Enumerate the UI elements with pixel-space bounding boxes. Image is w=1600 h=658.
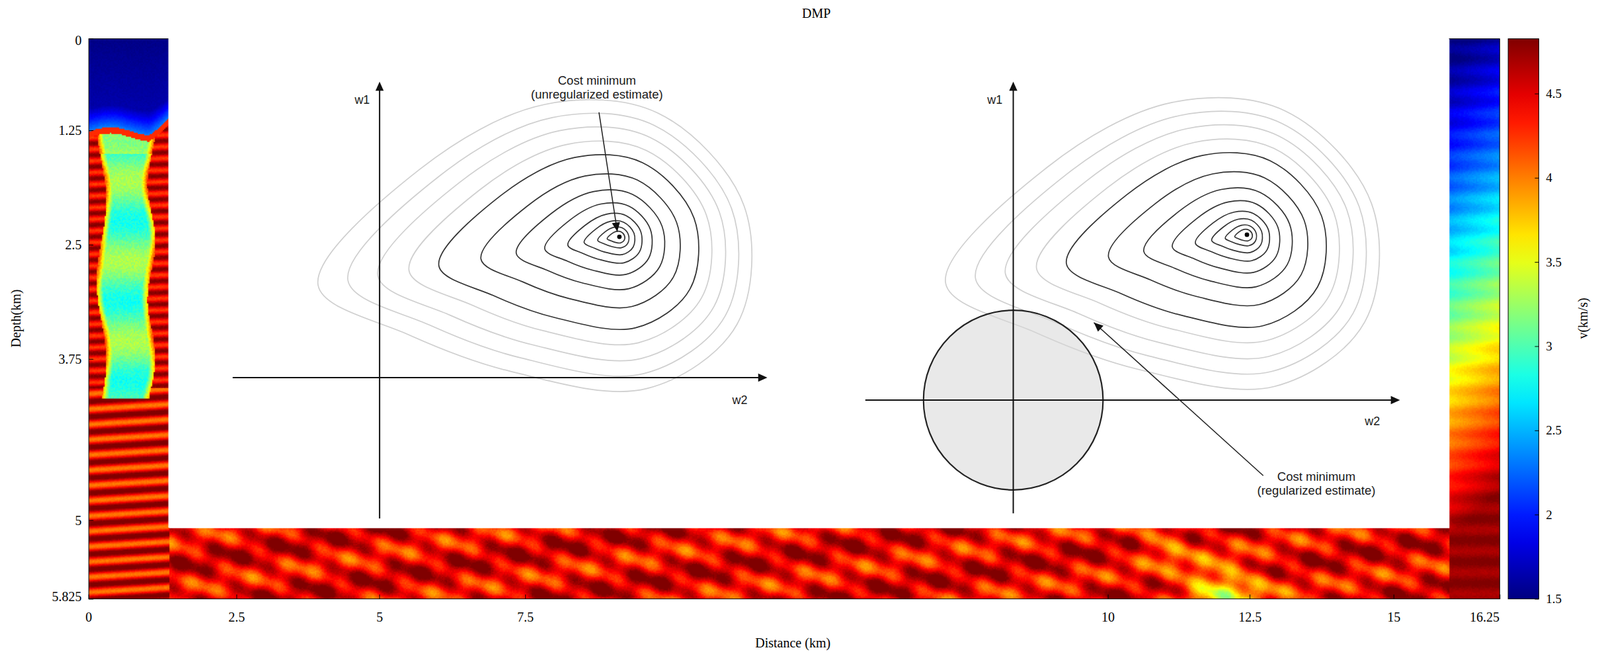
minimum-dot (616, 234, 622, 240)
tick-label: 16.25 (1469, 609, 1500, 625)
colorbar-ticks (1534, 93, 1539, 600)
inner-contour (1195, 210, 1270, 262)
w2-axis (232, 376, 766, 379)
inner-contour (1143, 187, 1293, 288)
tick-mark (1534, 261, 1539, 263)
inner-contour (583, 220, 635, 256)
leader-arrowhead (1093, 322, 1103, 332)
tick-label: 5 (376, 609, 383, 625)
inner-contour (597, 226, 629, 248)
w1-axis (378, 83, 381, 519)
contour-plot (232, 81, 768, 519)
tick-mark (1393, 594, 1395, 600)
tick-mark (88, 244, 94, 246)
tick-mark (88, 520, 94, 521)
colorbar-tick-label: 4.5 (1545, 86, 1562, 102)
outer-contour (377, 126, 726, 361)
inner-contour (1108, 171, 1308, 307)
colorbar-tick-label: 4 (1545, 170, 1553, 186)
contour-plot (865, 81, 1401, 514)
tick-mark (88, 130, 94, 131)
tick-label: 1.25 (58, 122, 82, 139)
tick-label: 5.825 (51, 589, 82, 605)
outer-contour (408, 140, 712, 345)
leader-arrowhead (612, 222, 621, 233)
figure-title: DMP (801, 5, 831, 22)
weight-axis-label: w1 (354, 93, 370, 108)
tick-label: 7.5 (517, 609, 534, 625)
outer-contour (347, 113, 739, 377)
colorbar (1508, 39, 1539, 600)
contour-panels (232, 81, 1401, 519)
inner-contour (480, 173, 681, 309)
tick-label: 2.5 (64, 237, 82, 253)
tick-mark (1534, 514, 1539, 516)
outer-contour (318, 99, 753, 392)
tick-mark (1534, 177, 1539, 179)
tick-label: 5 (74, 513, 82, 529)
tick-mark (88, 38, 94, 40)
minimum-dot (1244, 232, 1250, 238)
colorbar-tick-label: 3 (1545, 339, 1553, 354)
leader-arrow (1093, 322, 1263, 477)
axis-title: Distance (km) (755, 635, 831, 651)
w2-axis (865, 399, 1399, 401)
tick-label: 0 (74, 33, 82, 49)
tick-label: 10 (1101, 609, 1115, 625)
annotation: Cost minimum (regularized estimate) (1244, 469, 1388, 498)
leader-arrow (599, 112, 618, 233)
tick-mark (1534, 345, 1539, 347)
colorbar-tick-label: 2.5 (1545, 423, 1562, 438)
tick-mark (88, 598, 94, 600)
axis-arrowhead (375, 81, 384, 91)
axis-ticks (88, 39, 94, 600)
tick-mark (1249, 594, 1251, 600)
colorbar-tick-label: 2 (1545, 507, 1553, 523)
tick-mark (1534, 430, 1539, 432)
tick-mark (88, 359, 94, 360)
tick-mark (1108, 594, 1109, 600)
tick-mark (88, 594, 90, 600)
axis-title: v(km/s) (1574, 297, 1591, 339)
colorbar-tick-label: 3.5 (1545, 255, 1562, 270)
inset-panel (168, 0, 1450, 528)
axis-ticks (88, 594, 1500, 600)
inner-contour (567, 213, 642, 264)
outer-contour (1036, 138, 1340, 343)
annotation: Cost minimum (unregularized estimate) (520, 73, 674, 102)
inner-contour (1235, 229, 1253, 242)
axis-arrowhead (1391, 396, 1401, 404)
inner-contour (606, 231, 625, 244)
tick-label: 3.75 (58, 351, 82, 367)
colorbar-tick-label: 1.5 (1545, 591, 1562, 607)
axis-arrowhead (1008, 81, 1017, 91)
tick-mark (379, 594, 381, 600)
weight-axis-label: w1 (987, 93, 1003, 108)
inner-contour (1225, 224, 1257, 246)
axis-arrowhead (758, 373, 768, 382)
tick-mark (524, 594, 526, 600)
tick-mark (1534, 598, 1539, 600)
weight-axis-label: w2 (731, 393, 748, 408)
tick-mark (1534, 93, 1539, 94)
tick-label: 0 (85, 609, 92, 625)
w1-axis (1012, 83, 1015, 514)
tick-mark (236, 594, 238, 600)
axis-title: Depth(km) (8, 289, 24, 348)
weight-axis-label: w2 (1364, 414, 1380, 429)
inner-contour (1172, 200, 1280, 274)
tick-mark (1499, 594, 1501, 600)
inner-contour (439, 154, 699, 330)
inner-contour (1066, 152, 1327, 328)
tick-label: 2.5 (228, 609, 246, 625)
inner-contour (1211, 218, 1263, 254)
tick-label: 12.5 (1238, 609, 1262, 625)
inner-contour (544, 202, 653, 276)
inner-contour (516, 189, 666, 290)
tick-label: 15 (1387, 609, 1401, 625)
